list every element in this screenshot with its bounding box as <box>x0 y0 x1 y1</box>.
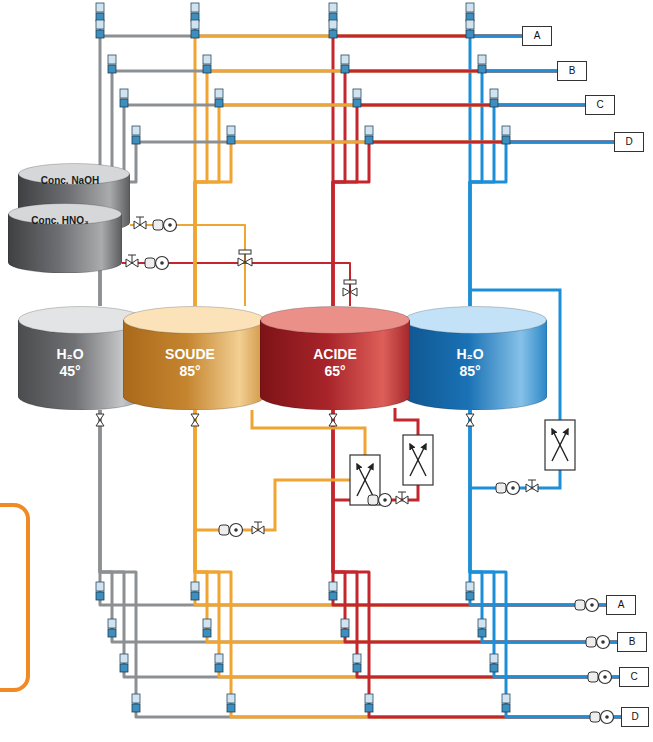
side-panel <box>0 505 28 690</box>
tank-label: H₂O <box>8 346 132 363</box>
pipe-line <box>100 142 614 306</box>
storage-tank: SOUDE85° <box>123 306 265 410</box>
outlet-box: A <box>522 26 552 46</box>
pipe-line <box>195 410 619 677</box>
pipe-line <box>333 410 617 642</box>
pipe-line <box>100 36 522 306</box>
pipe-line <box>195 105 585 306</box>
pipe-line <box>470 36 522 306</box>
tank-label: ACIDE <box>273 346 397 363</box>
tank-label: H₂O <box>408 346 532 363</box>
outlet-letter: B <box>629 636 636 648</box>
tank-label: Conc. HNO₃ <box>0 215 122 227</box>
pipe-line <box>100 105 585 306</box>
pipe-line <box>333 410 621 717</box>
pipe-line <box>470 410 617 642</box>
outlet-box: C <box>619 667 649 687</box>
outlet-box: C <box>585 95 615 115</box>
outlet-box: D <box>621 707 649 727</box>
pipe-line <box>195 410 606 605</box>
tank-label: 45° <box>8 363 132 380</box>
storage-tank: Conc. HNO₃ <box>8 203 122 273</box>
storage-tank: H₂O85° <box>404 306 547 410</box>
outlet-letter: C <box>596 99 603 111</box>
outlet-letter: B <box>569 65 576 77</box>
outlet-box: D <box>614 132 644 152</box>
pipe-line <box>470 105 585 306</box>
pipe-line <box>122 263 350 306</box>
pipe-line <box>470 410 606 605</box>
tank-label: 85° <box>408 363 532 380</box>
valves-and-pumps <box>96 3 614 724</box>
pipe-line <box>333 410 619 677</box>
outlet-letter: D <box>631 711 638 723</box>
tank-label: 85° <box>128 363 252 380</box>
pipe-line <box>470 142 614 306</box>
pipe-line <box>470 410 619 677</box>
pipe-line <box>195 142 614 306</box>
tank-label: 65° <box>273 363 397 380</box>
tank-label: Conc. NaOH <box>8 175 132 187</box>
pipe-line <box>195 410 617 642</box>
pipe-line <box>470 410 621 717</box>
pipe-line <box>100 410 621 717</box>
heat-exchangers <box>350 420 575 505</box>
outlet-box: B <box>557 61 587 81</box>
pipe-line <box>130 225 245 306</box>
outlet-box: B <box>617 632 647 652</box>
pipe-line <box>100 410 606 605</box>
pipe-line <box>195 410 621 717</box>
tank-label: SOUDE <box>128 346 252 363</box>
pipe-line <box>333 142 614 306</box>
outlet-letter: A <box>618 599 625 611</box>
outlet-letter: A <box>534 30 541 42</box>
outlet-letter: C <box>630 671 637 683</box>
tank-cylinder <box>8 203 122 273</box>
outlet-letter: D <box>625 136 632 148</box>
storage-tank: ACIDE65° <box>260 306 410 410</box>
pipe-line <box>333 105 585 306</box>
outlet-box: A <box>606 595 636 615</box>
pipe-line <box>100 410 619 677</box>
valve-stubs <box>100 14 470 36</box>
